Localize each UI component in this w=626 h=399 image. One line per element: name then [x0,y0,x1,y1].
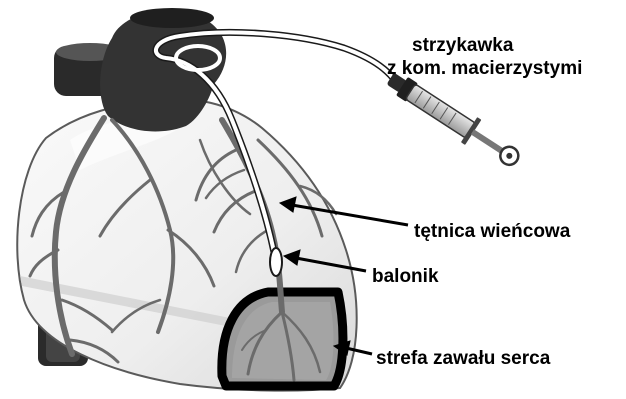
balloon-label: balonik [372,265,439,288]
infarct-zone-label: strefa zawału serca [376,347,550,370]
syringe [382,66,525,173]
aorta-top [130,8,214,28]
syringe-label-line1: strzykawka [412,34,513,57]
coronary-artery-label: tętnica wieńcowa [414,220,570,243]
syringe-label-line2: z kom. macierzystymi [387,57,582,80]
balloon [270,248,282,276]
